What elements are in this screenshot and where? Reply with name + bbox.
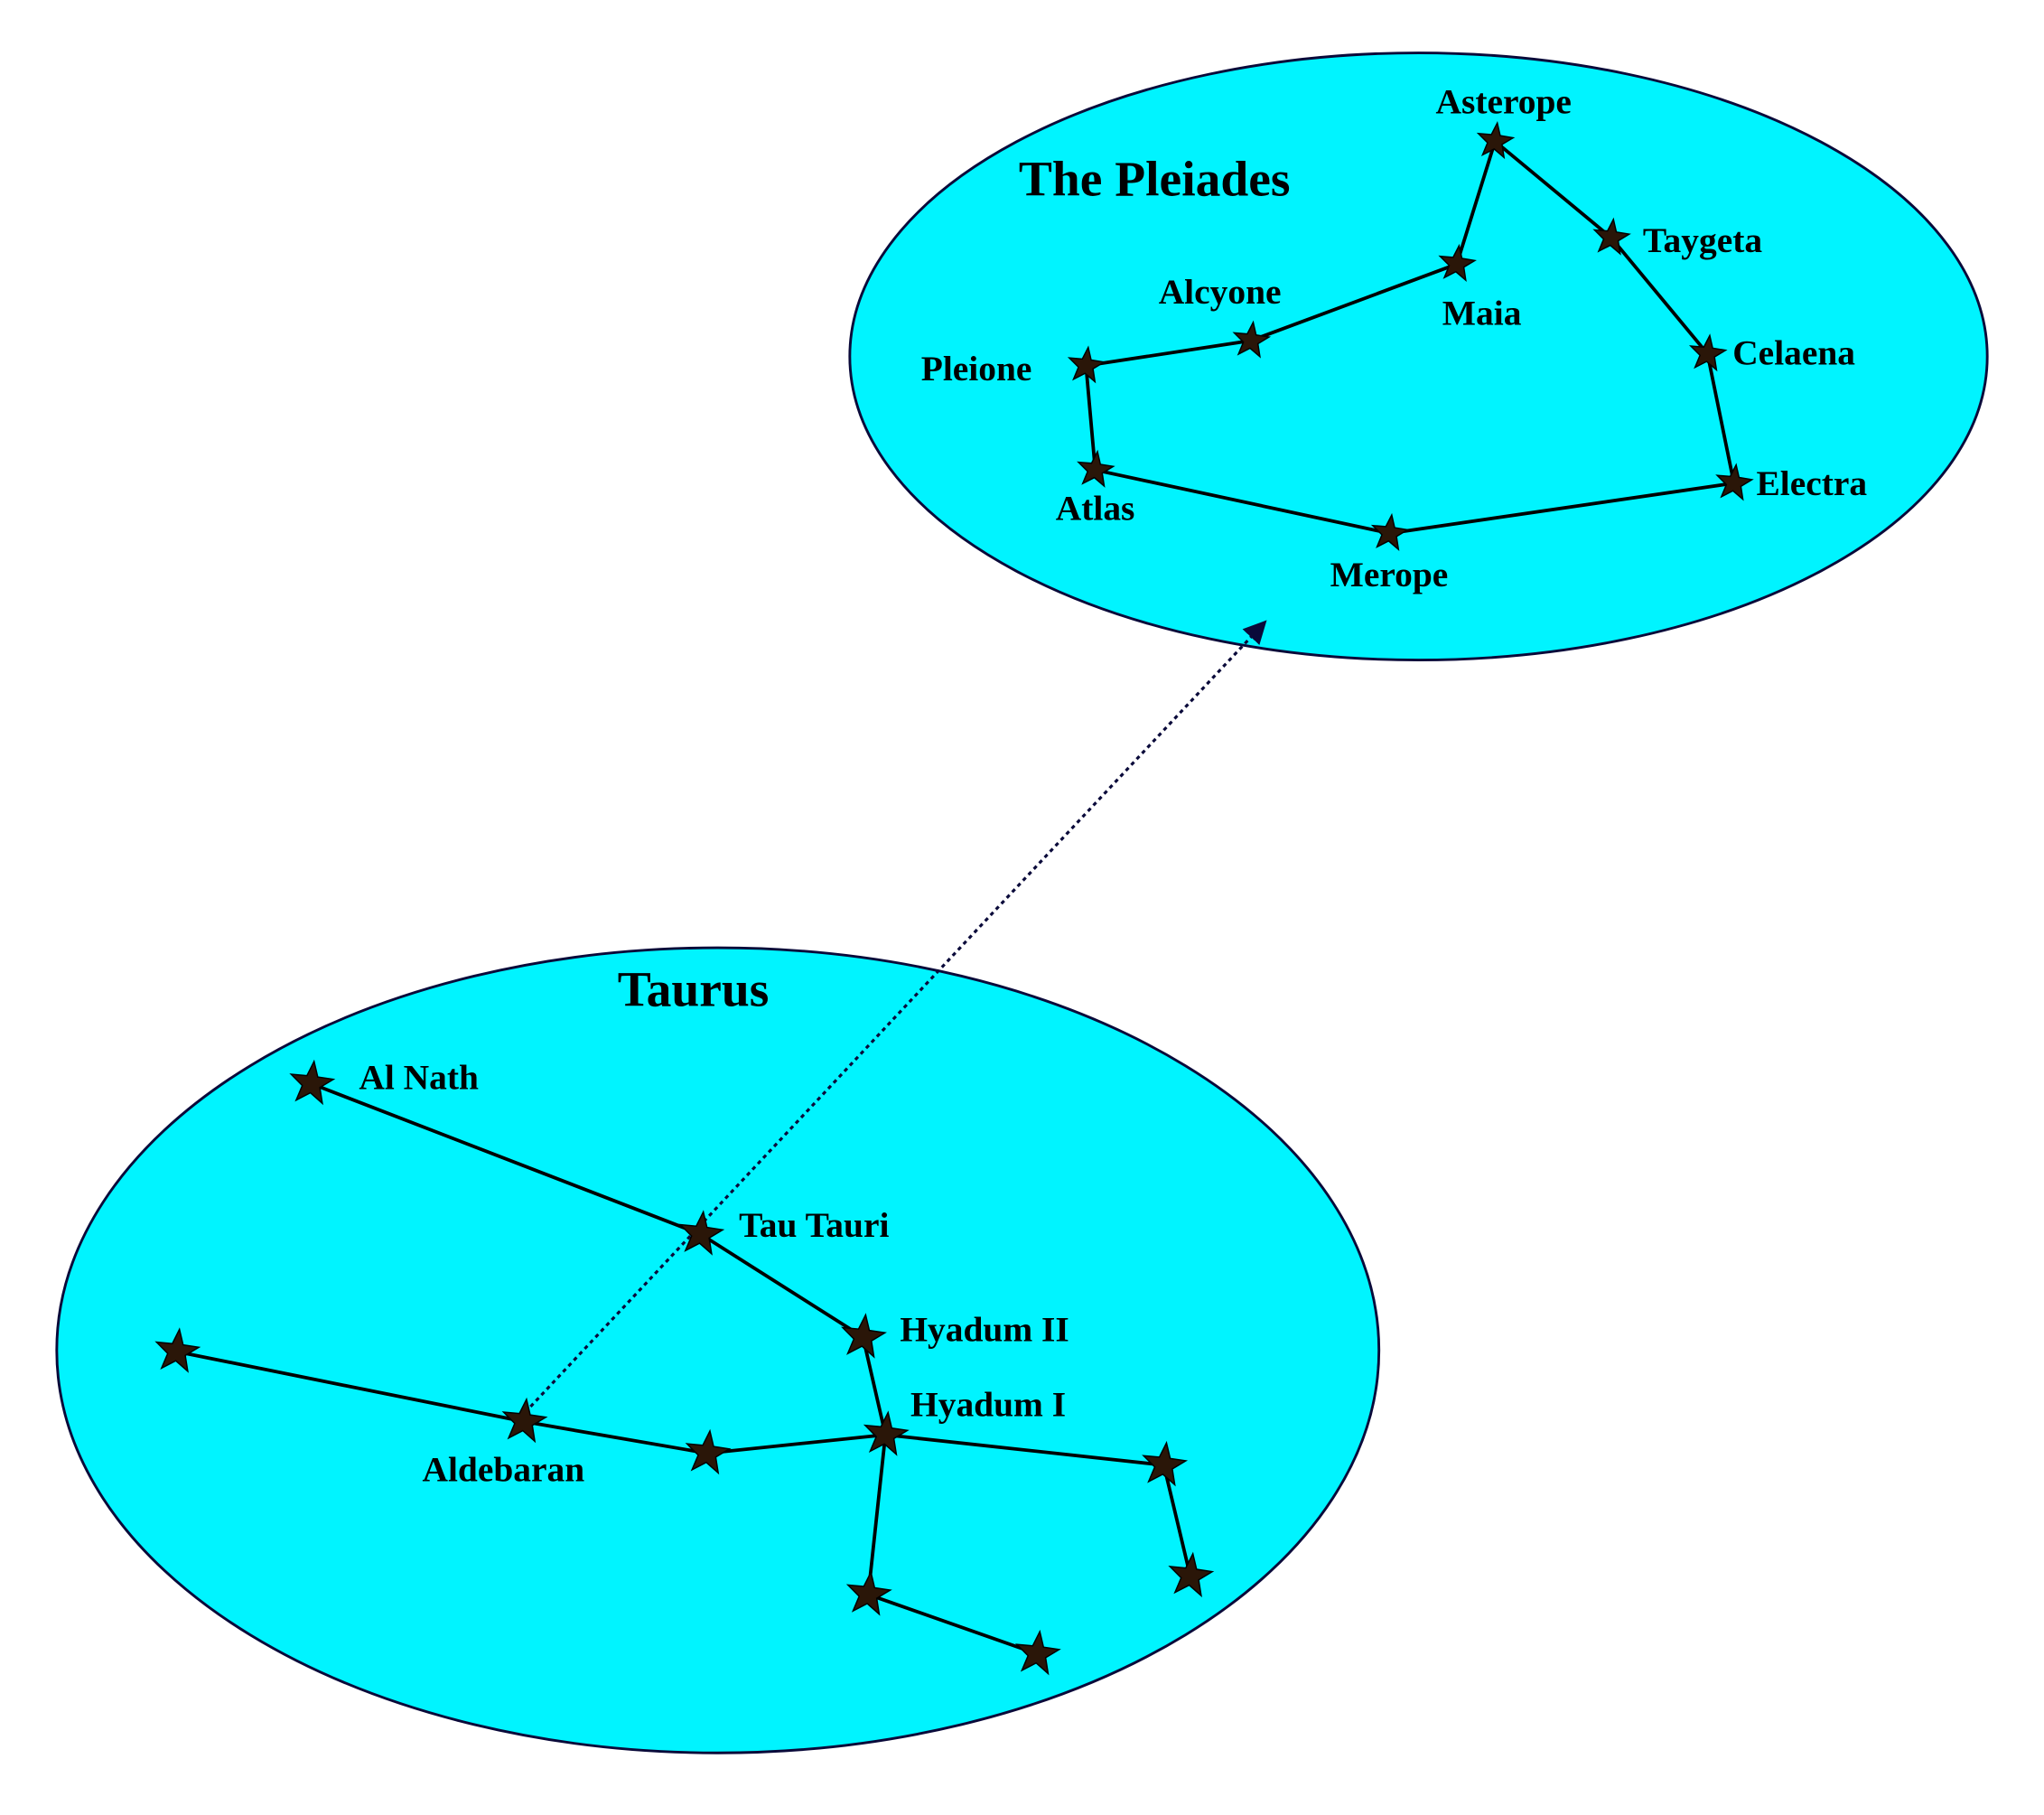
label-aldebaran: Aldebaran (423, 1449, 585, 1489)
pleiades-title: The Pleiades (1019, 152, 1291, 207)
label-celaena: Celaena (1732, 332, 1855, 372)
label-merope: Merope (1330, 555, 1449, 594)
label-atlas: Atlas (1056, 489, 1135, 529)
edge-tau-tauri-hyadum-ii (699, 1232, 864, 1339)
star-icon-t-south1 (845, 1570, 892, 1616)
taurus-region (55, 946, 1381, 1754)
label-maia: Maia (1442, 293, 1522, 332)
pointer-arrow (524, 620, 1267, 1414)
star-icon-t-east1 (1142, 1440, 1189, 1487)
label-taygeta: Taygeta (1643, 220, 1762, 260)
edge-t-mid-hyadum-i (706, 1433, 886, 1455)
edge-t-west-aldebaran (176, 1350, 525, 1424)
edge-t-south1-t-south2 (867, 1593, 1038, 1656)
star-icon-t-mid (685, 1428, 732, 1475)
edge-atlas-pleione (1084, 365, 1097, 471)
star-icon-tau-tauri (678, 1210, 725, 1256)
edge-asterope-maia (1455, 140, 1498, 265)
label-electra: Electra (1757, 463, 1868, 503)
label-al-nath: Al Nath (359, 1057, 479, 1097)
star-icon-taygeta (1592, 217, 1631, 256)
edges-layer (176, 139, 1736, 1656)
label-asterope: Asterope (1436, 82, 1572, 122)
label-alcyone: Alcyone (1159, 272, 1282, 312)
edge-t-east1-t-east2 (1162, 1464, 1192, 1576)
edge-hyadum-ii-hyadum-i (861, 1336, 888, 1436)
edge-electra-merope (1389, 481, 1734, 536)
star-icon-merope (1370, 512, 1410, 551)
star-icon-alcyone (1232, 320, 1272, 359)
edge-hyadum-i-t-south1 (866, 1434, 888, 1595)
star-icon-celaena (1688, 333, 1728, 372)
star-icon-t-east2 (1168, 1551, 1215, 1598)
stars-layer (154, 120, 1754, 1676)
edge-hyadum-i-t-east1 (885, 1433, 1164, 1467)
star-icon-t-south2 (1014, 1629, 1061, 1676)
label-hyadum-i: Hyadum I (910, 1385, 1066, 1425)
star-icon-hyadum-i (863, 1410, 910, 1456)
taurus-title: Taurus (618, 962, 770, 1017)
edge-al-nath-tau-tauri (311, 1081, 702, 1236)
star-icon-asterope (1476, 120, 1516, 160)
label-tau-tauri: Tau Tauri (739, 1205, 889, 1245)
star-icon-pleione (1067, 345, 1106, 384)
star-icon-t-west (154, 1327, 201, 1373)
label-pleione: Pleione (921, 349, 1032, 388)
edge-taygeta-celaena (1610, 236, 1709, 355)
star-icon-maia (1438, 243, 1477, 282)
edge-celaena-electra (1705, 353, 1736, 484)
star-icon-hyadum-ii (841, 1313, 887, 1359)
edge-alcyone-maia (1250, 262, 1458, 342)
star-icon-aldebaran (501, 1397, 548, 1444)
label-hyadum-ii: Hyadum II (900, 1309, 1069, 1349)
star-icon-atlas (1077, 449, 1115, 488)
star-icon-al-nath (289, 1059, 336, 1106)
edge-aldebaran-t-mid (523, 1419, 708, 1455)
edge-merope-atlas (1095, 468, 1390, 536)
edge-asterope-taygeta (1494, 139, 1613, 239)
pleiades-region (848, 51, 1989, 662)
edge-pleione-alcyone (1086, 339, 1252, 368)
star-icon-electra (1715, 463, 1754, 501)
